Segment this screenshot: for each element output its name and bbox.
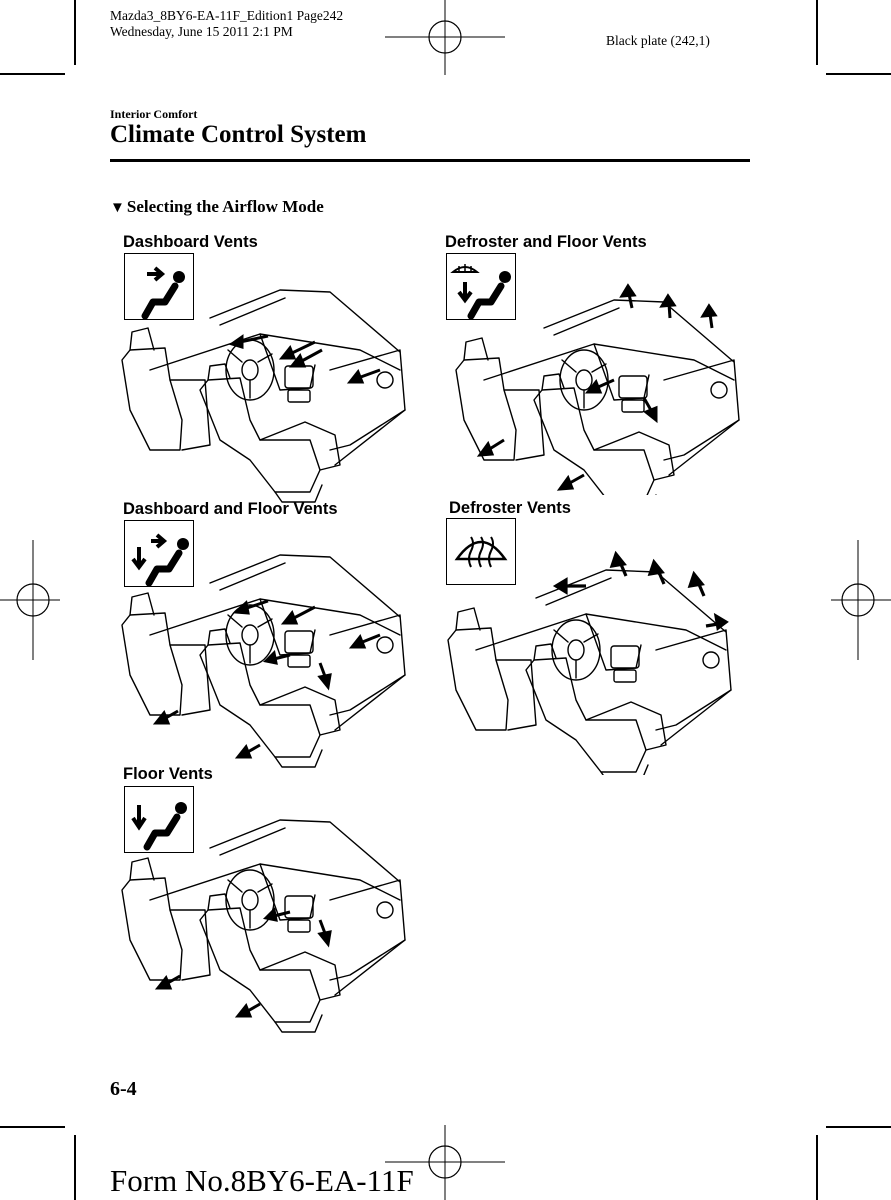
mode-label-dashboard-vents: Dashboard Vents (123, 233, 258, 252)
mode-label-dashboard-floor-vents: Dashboard and Floor Vents (123, 500, 338, 519)
form-number: Form No.8BY6-EA-11F (110, 1163, 414, 1199)
registration-mark-right-icon (831, 540, 891, 660)
subheading: ▼Selecting the Airflow Mode (110, 197, 324, 217)
dashboard-floor-vents-illustration (110, 535, 410, 770)
mode-label-floor-vents: Floor Vents (123, 765, 213, 784)
mode-label-defroster-floor-vents: Defroster and Floor Vents (445, 233, 647, 252)
page-title: Climate Control System (110, 121, 366, 149)
subheading-text: Selecting the Airflow Mode (127, 197, 324, 216)
page-number: 6-4 (110, 1078, 137, 1101)
subheading-marker: ▼ (110, 200, 125, 216)
plate-info: Black plate (242,1) (606, 33, 710, 49)
print-file-line: Mazda3_8BY6-EA-11F_Edition1 Page242 (110, 8, 343, 23)
title-rule (110, 159, 750, 162)
print-date-line: Wednesday, June 15 2011 2:1 PM (110, 24, 293, 39)
section-label: Interior Comfort (110, 107, 197, 122)
defroster-floor-vents-illustration (444, 280, 744, 495)
floor-vents-illustration (110, 800, 410, 1035)
defroster-vents-illustration (436, 550, 736, 775)
dashboard-vents-illustration (110, 270, 410, 510)
registration-mark-top-icon (385, 0, 505, 75)
mode-label-defroster-vents: Defroster Vents (449, 499, 571, 518)
registration-mark-left-icon (0, 540, 60, 660)
print-file-info: Mazda3_8BY6-EA-11F_Edition1 Page242 Wedn… (110, 8, 343, 40)
